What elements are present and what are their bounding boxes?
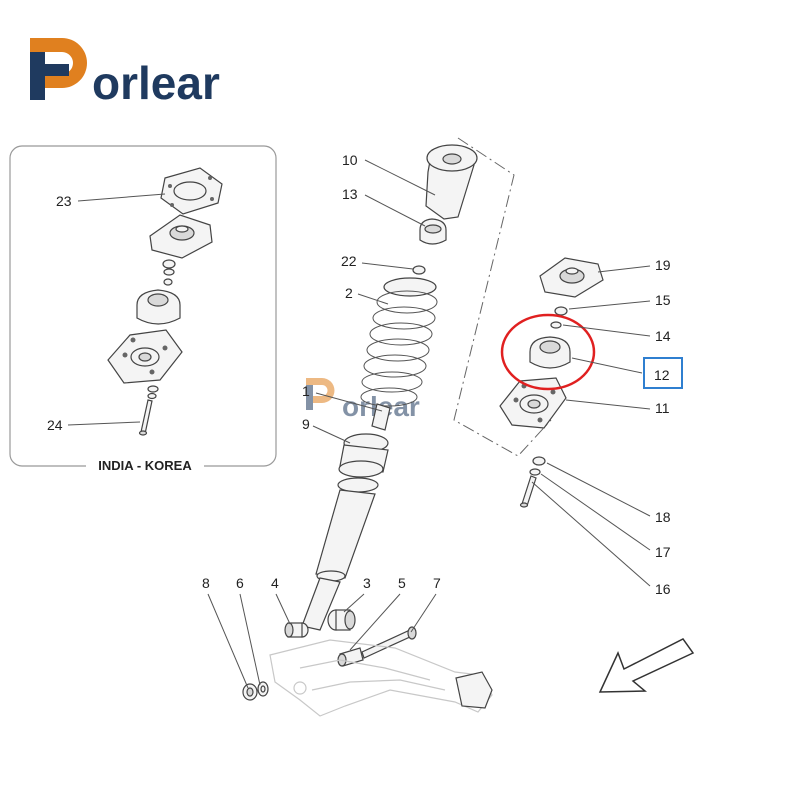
lower-bushing-4 xyxy=(284,622,309,638)
label-10: 10 xyxy=(342,152,358,168)
shock-absorber xyxy=(301,403,391,631)
nut-8 xyxy=(242,683,258,701)
label-9: 9 xyxy=(302,416,310,432)
brand-logo: orlear xyxy=(30,38,220,109)
logo-wordmark: orlear xyxy=(92,57,220,109)
dust-boot xyxy=(425,144,478,220)
label-1: 1 xyxy=(302,383,310,399)
label-8: 8 xyxy=(202,575,210,591)
highlight-box xyxy=(643,357,683,389)
bushing-12 xyxy=(529,336,571,369)
arrow-down-left-icon xyxy=(598,638,695,693)
inset-bolt xyxy=(138,385,159,436)
lower-plate-11 xyxy=(499,377,567,429)
label-13: 13 xyxy=(342,186,358,202)
suspension-arm-outline xyxy=(269,639,493,717)
logo-p-mark-icon xyxy=(30,38,87,100)
watermark-p-mark-icon xyxy=(306,378,335,410)
nut-15 xyxy=(554,306,568,316)
bolt-7 xyxy=(361,626,417,659)
label-3: 3 xyxy=(363,575,371,591)
label-7: 7 xyxy=(433,575,441,591)
top-mount-19 xyxy=(539,257,604,298)
inset-nuts xyxy=(162,259,176,286)
label-6: 6 xyxy=(236,575,244,591)
nut-22 xyxy=(412,265,426,275)
washer-6 xyxy=(257,681,269,697)
label-16: 16 xyxy=(655,581,671,597)
label-14: 14 xyxy=(655,328,671,344)
label-5: 5 xyxy=(398,575,406,591)
label-12: 12 xyxy=(654,367,670,383)
inset-top-mount xyxy=(149,214,213,259)
inset-gasket-plate xyxy=(160,167,223,215)
leader-lines xyxy=(207,159,651,689)
label-4: 4 xyxy=(271,575,279,591)
bump-stop xyxy=(419,218,447,245)
label-19: 19 xyxy=(655,257,671,273)
bolt-16 xyxy=(519,475,537,508)
label-22: 22 xyxy=(341,253,357,269)
washer-17 xyxy=(529,468,541,476)
inset-caption: INDIA - KOREA xyxy=(98,458,192,473)
part-labels: 10 13 22 2 1 9 8 6 4 3 5 7 19 15 14 12 1… xyxy=(202,152,671,597)
label-17: 17 xyxy=(655,544,671,560)
inset-lower-plate xyxy=(107,329,183,384)
assembly-guide-line xyxy=(453,137,552,457)
label-23: 23 xyxy=(56,193,72,209)
coil-spring xyxy=(360,277,438,407)
lower-bushing-3 xyxy=(327,609,356,631)
label-24: 24 xyxy=(47,417,63,433)
washer-14 xyxy=(550,321,562,329)
inset-bushing xyxy=(136,289,181,325)
inset-panel: INDIA - KOREA xyxy=(9,145,277,476)
highlight-circle xyxy=(500,313,596,391)
label-11: 11 xyxy=(655,400,670,416)
label-15: 15 xyxy=(655,292,671,308)
label-2: 2 xyxy=(345,285,353,301)
label-18: 18 xyxy=(655,509,671,525)
nut-18 xyxy=(532,456,546,466)
